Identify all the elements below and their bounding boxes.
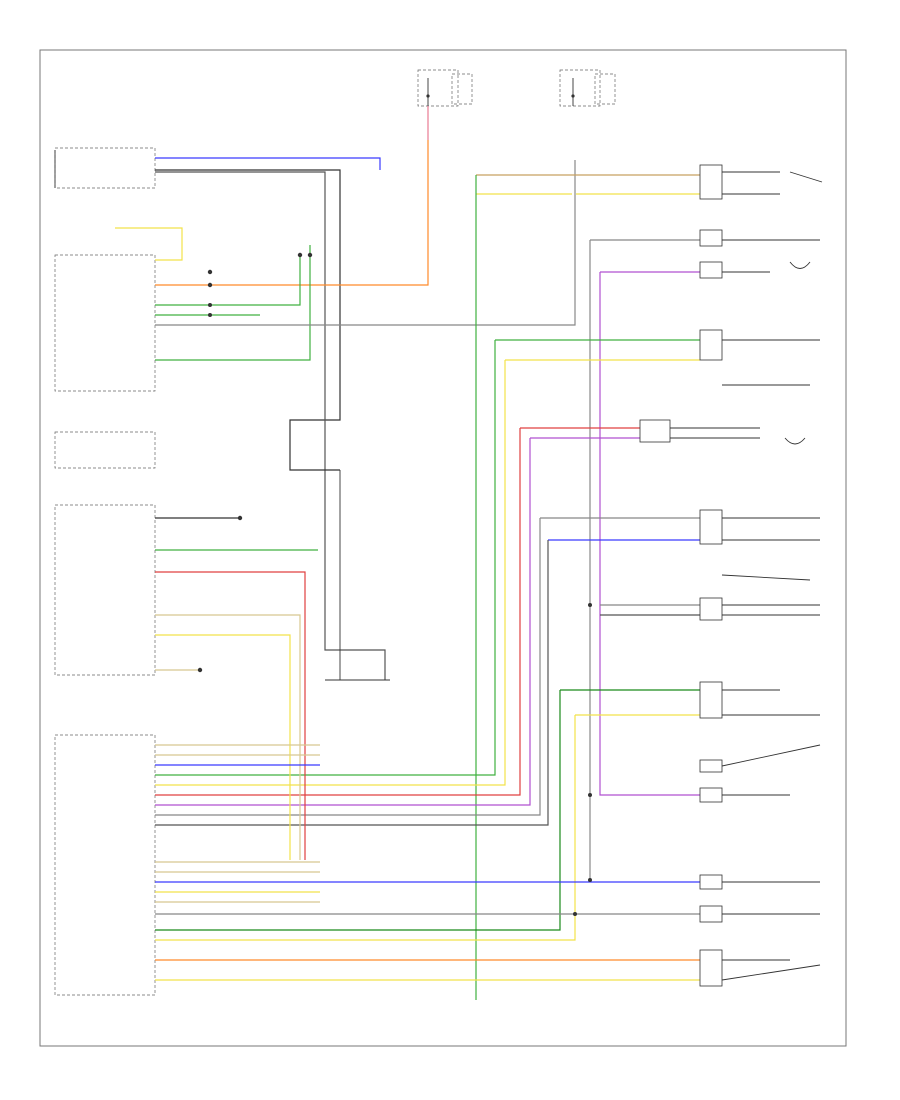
diagram-frame [39,49,847,1047]
switch-group-1 [699,164,823,279]
central-module [54,734,156,996]
fuse-block-right [559,69,616,107]
control-module [54,504,156,676]
switch-group-4 [699,681,821,803]
security-module [54,254,156,392]
switch-group-3 [699,509,820,621]
security-connector-top [54,147,156,189]
fuse-block-left [417,69,473,107]
ground-symbol [325,470,390,681]
splice-dots [197,252,592,916]
switch-group-5 [699,874,821,987]
switch-group-2 [639,329,820,445]
security-module-lower [54,431,156,469]
